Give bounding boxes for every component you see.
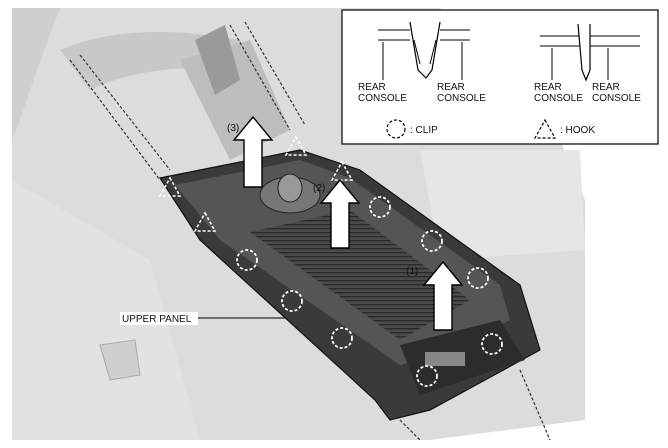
left-seat-area (12, 180, 200, 440)
trim-outline-bottom (399, 369, 551, 441)
rear-latch (425, 352, 465, 366)
side-switch (99, 339, 141, 381)
hook-detail-label-right-top: REAR (592, 82, 620, 93)
trim-outline-left-2 (79, 54, 171, 171)
clip-marker (369, 196, 391, 218)
ribbed-tray (250, 210, 470, 340)
right-seat-area (420, 150, 585, 260)
hook-marker (193, 211, 217, 232)
legend-box (341, 9, 659, 145)
clip-marker (236, 249, 258, 271)
clip-marker (281, 290, 303, 312)
clip-marker (481, 333, 503, 355)
hook-detail-label-left-bottom: CONSOLE (534, 93, 583, 104)
clip-marker (331, 327, 353, 349)
clip-detail-label-left-bottom: CONSOLE (358, 93, 407, 104)
clip-marker (467, 267, 489, 289)
upper-panel-label: UPPER PANEL (122, 314, 192, 325)
hook-legend-icon (533, 118, 557, 139)
hook-marker (330, 160, 354, 181)
upper-panel-label-bg (120, 312, 198, 325)
clip-marker (416, 365, 438, 387)
clip-detail-label-left-top: REAR (358, 82, 386, 93)
clip-detail-label-right-bottom: CONSOLE (437, 93, 486, 104)
arrow-up-3 (232, 115, 274, 188)
steering-wheel-shape (12, 8, 60, 140)
clip-legend-label: : CLIP (410, 125, 438, 136)
hook-marker (284, 135, 308, 156)
clip-legend-icon (386, 119, 406, 139)
trim-outline-left (69, 59, 161, 181)
step-3-label: (3) (227, 123, 239, 134)
clip-detail-drawing (378, 21, 470, 80)
clip-marker (421, 230, 443, 252)
arrow-up-1 (422, 260, 464, 331)
trim-outline-top (229, 24, 291, 131)
hook-detail-label-left-top: REAR (534, 82, 562, 93)
hook-marker (158, 176, 182, 197)
hook-detail-drawing (540, 23, 640, 82)
arrow-up-2 (319, 178, 361, 249)
shift-lever (195, 25, 240, 95)
step-1-label: (1) (406, 266, 418, 277)
hook-legend-label: : HOOK (560, 125, 595, 136)
hook-detail-label-right-bottom: CONSOLE (592, 93, 641, 104)
shifter-knob (277, 173, 303, 203)
step-2-label: (2) (313, 183, 325, 194)
clip-detail-label-right-top: REAR (437, 82, 465, 93)
